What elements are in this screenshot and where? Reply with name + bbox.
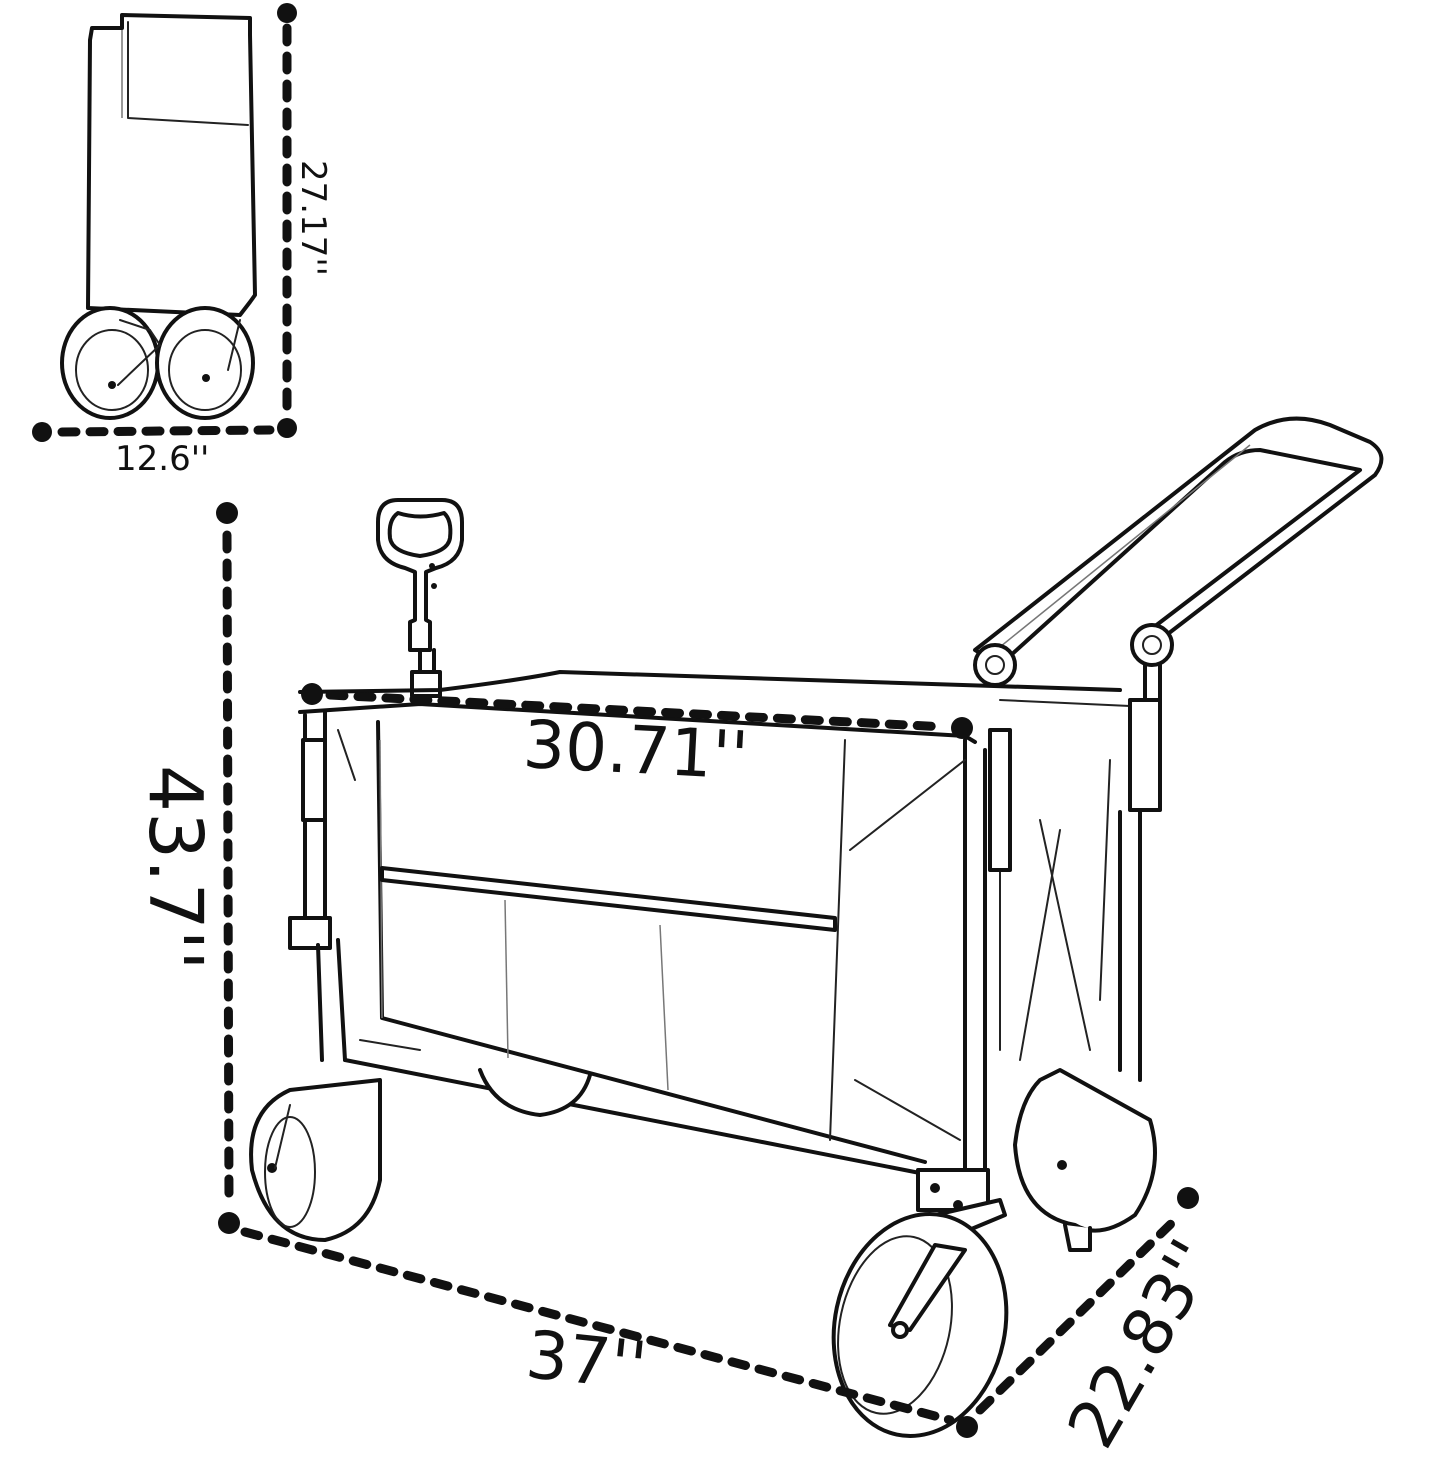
- folded-width-label: 12.6'': [115, 439, 210, 479]
- overall-width-dimension: [975, 1187, 1199, 1415]
- folded-height-label: 27.17'': [293, 160, 333, 277]
- overall-height-label: 43.7'': [132, 765, 218, 971]
- overall-length-label: 37'': [522, 1316, 651, 1406]
- overall-height-dimension: [216, 502, 240, 1234]
- top-length-label: 30.71'': [521, 706, 751, 795]
- overall-length-dimension: [240, 1227, 978, 1438]
- top-length-dimension: [301, 683, 973, 739]
- folded-height-dimension: [277, 3, 297, 438]
- folded-width-dimension: [32, 422, 275, 442]
- wagon-illustration: [249, 416, 1384, 1438]
- folded-wagon-illustration: [60, 13, 257, 420]
